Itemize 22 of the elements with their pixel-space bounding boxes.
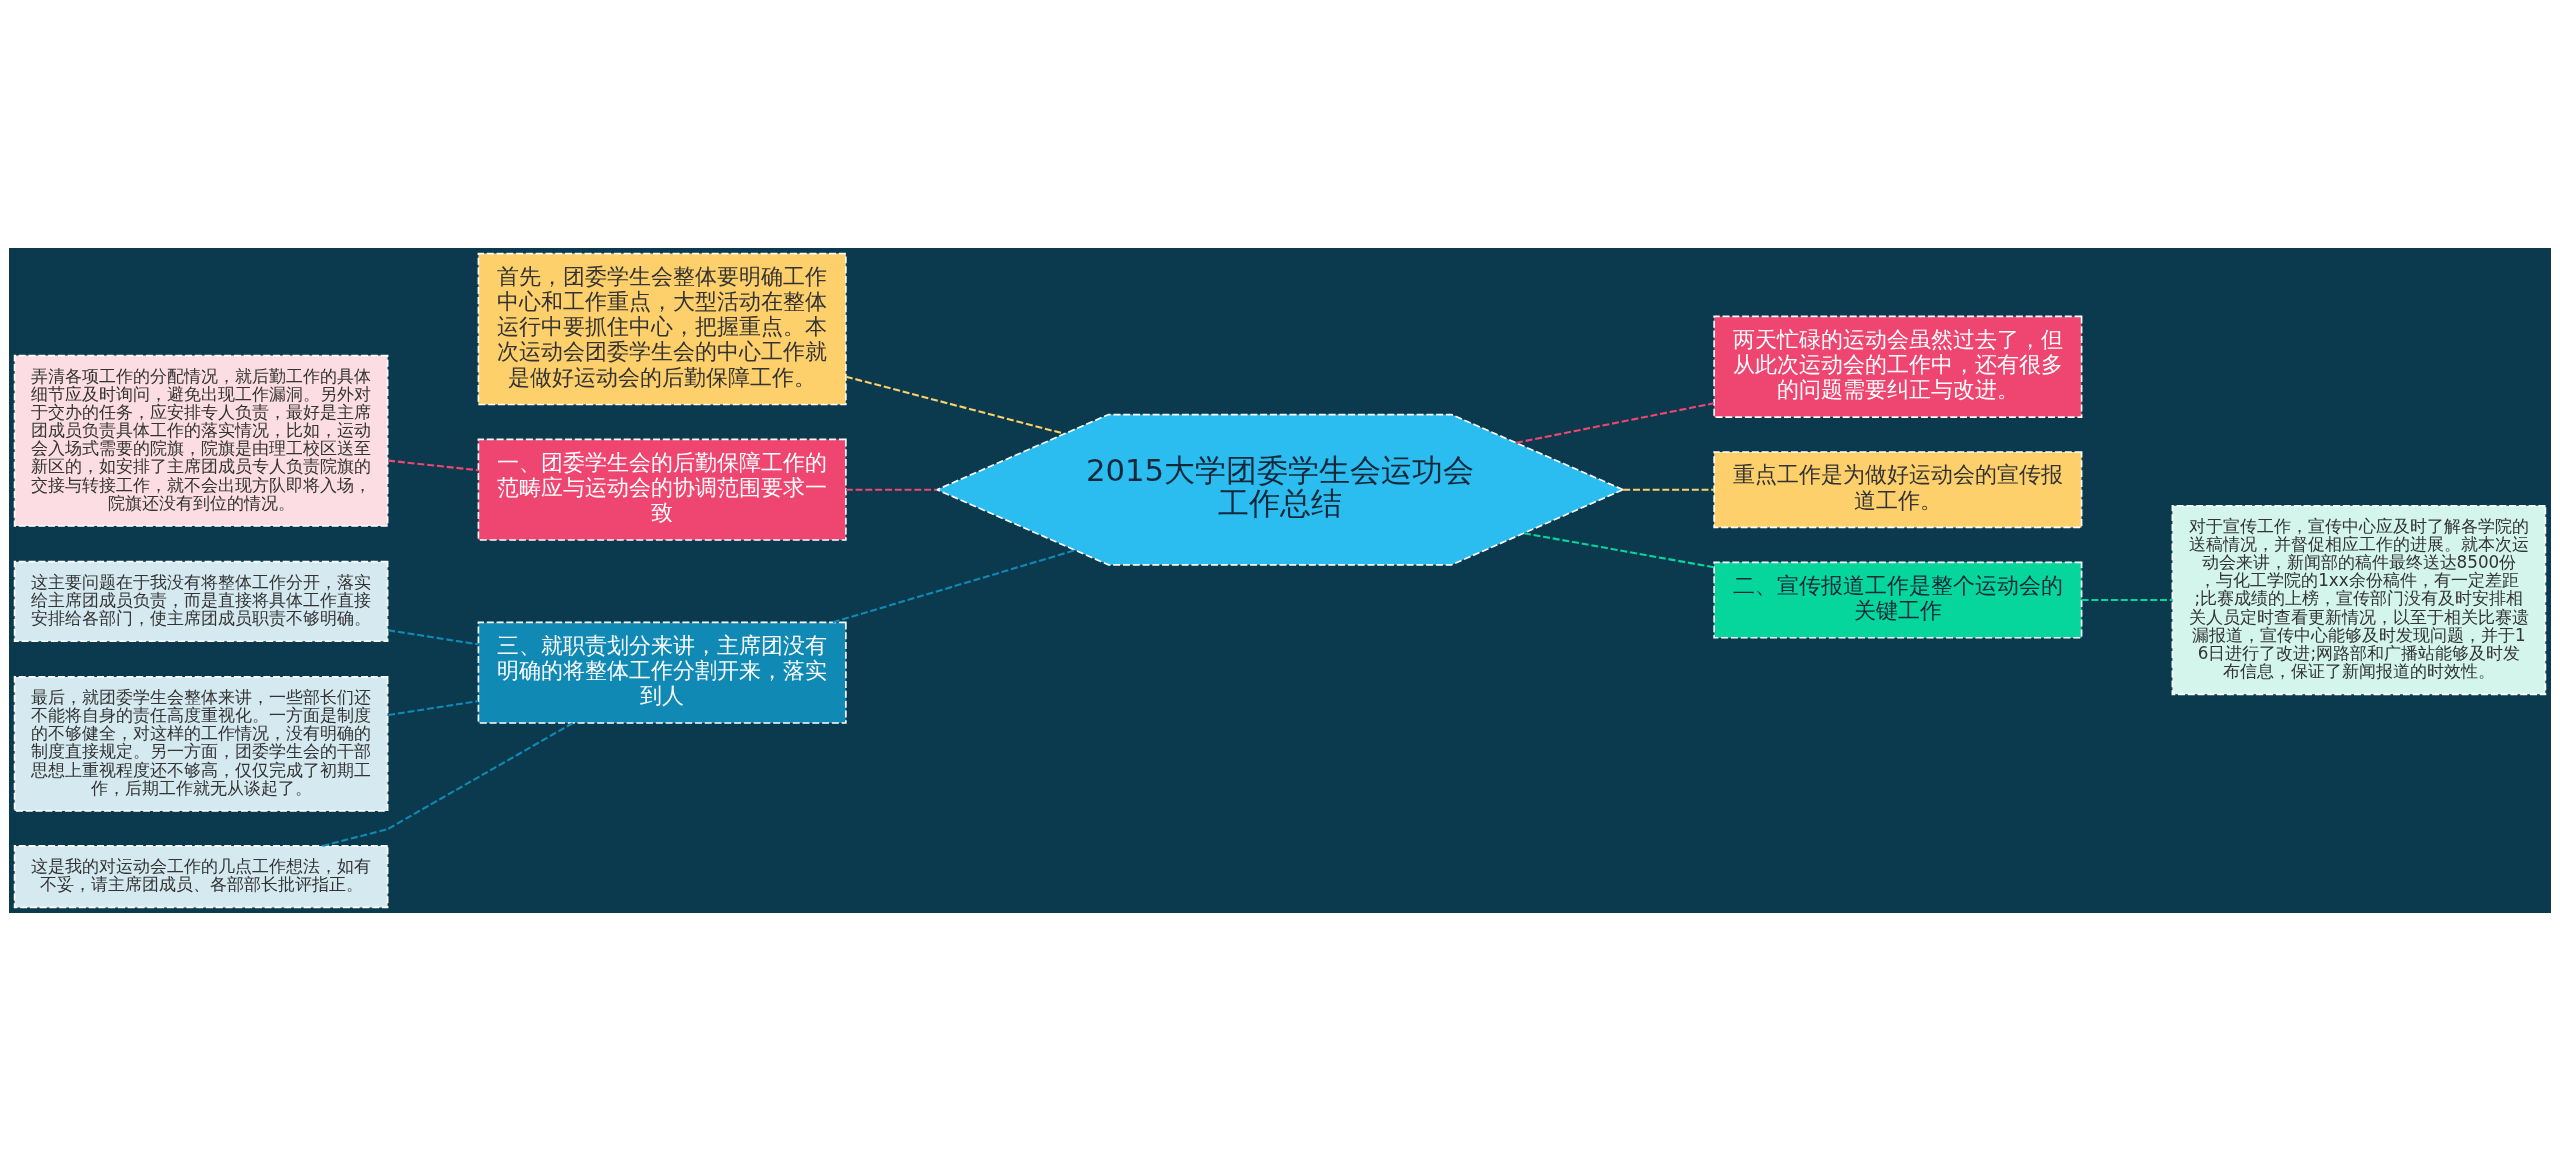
connector (322, 722, 574, 847)
connector (1515, 402, 1714, 444)
connector (1623, 488, 1715, 491)
connector (2081, 599, 2173, 602)
node-box: 重点工作是为做好运动会的宣传报道工作。 (1713, 451, 2083, 529)
node-box: 最后，就团委学生会整体来讲，一些部长们还不能将自身的责任高度重视化。一方面是制度的不够健全，对这样的工作情况，没有明确的制度直接规定。另一方面，团委学生会的干部思想上重视程度还不够高，仅仅完成了初期工作，后期工作就无从谈起了。 (13, 676, 389, 812)
node-box: 三、就职责划分来讲，主席团没有明确的将整体工作分割开来，落实到人 (477, 621, 847, 724)
connector (388, 629, 479, 646)
node-box: 这主要问题在于我没有将整体工作分开，落实给主席团成员负责，而是直接将具体工作直接安排给各部门，使主席团成员职责不够明确。 (13, 560, 389, 643)
node-box: 首先，团委学生会整体要明确工作中心和工作重点，大型活动在整体运行中要抓住中心，把握重点。本次运动会团委学生会的中心工作就是做好运动会的后勤保障工作。 (477, 252, 847, 406)
connector (845, 375, 1065, 435)
node-box: 这是我的对运动会工作的几点工作想法，如有不妥，请主席团成员、各部部长批评指正。 (13, 845, 389, 909)
connector (388, 700, 479, 717)
node-box: 两天忙碌的运动会虽然过去了，但从此次运动会的工作中，还有很多的问题需要纠正与改进。 (1713, 315, 2083, 418)
connector (1523, 532, 1714, 569)
node-box: 弄清各项工作的分配情况，就后勤工作的具体细节应及时询问，避免出现工作漏洞。另外对于交办的任务，应安排专人负责，最好是主席团成员负责具体工作的落实情况，比如，运动会入场式需要的院旗，院旗是由理工校区送至新区的，如安排了主席团成员专人负责院旗的交接与转接工作，就不会出现方队即将入场，院旗还没有到位的情况。 (13, 354, 389, 527)
connector (846, 488, 937, 491)
node-box: 对于宣传工作，宣传中心应及时了解各学院的送稿情况，并督促相应工作的进展。就本次运动会来讲，新闻部的稿件最终送达8500份，与化工学院的1xx余份稿件，有一定差距;比赛成绩的上榜，宣传部门没有及时安排相关人员定时查看更新情况，以至于相关比赛遗漏报道，宣传中心能够及时发现问题，并于16日进行了改进;网路部和广播站能够及时发布信息，保证了新闻报道的时效性。 (2171, 504, 2547, 696)
node-box: 二、宣传报道工作是整个运动会的关键工作 (1713, 561, 2083, 639)
connector (832, 549, 1076, 624)
node-box: 一、团委学生会的后勤保障工作的范畴应与运动会的协调范围要求一致 (477, 438, 847, 541)
connector (388, 459, 479, 472)
